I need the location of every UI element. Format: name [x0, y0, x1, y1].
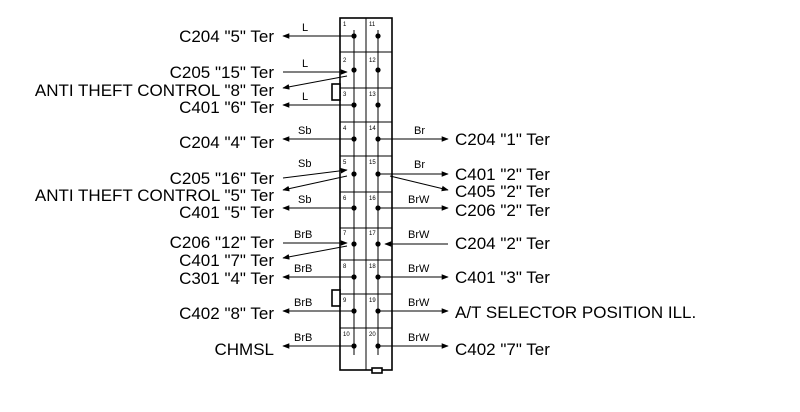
- wire-arrow: [282, 245, 348, 260]
- terminal-label-c204-1: C204 "1" Ter: [455, 130, 550, 149]
- terminal-label-anti-theft-8: ANTI THEFT CONTROL "8" Ter: [35, 81, 274, 100]
- pin-number: 9: [343, 298, 347, 304]
- pin-number: 3: [343, 92, 347, 98]
- terminal-label-chmsl: CHMSL: [214, 340, 274, 359]
- terminal-label-c301-4: C301 "4" Ter: [179, 269, 274, 288]
- wire-color: Sb: [298, 158, 311, 170]
- wire-color: L: [302, 58, 308, 70]
- wire-color: BrB: [294, 297, 312, 309]
- terminal-label-c401-2: C401 "2" Ter: [455, 165, 550, 184]
- terminal-label-c204-2: C204 "2" Ter: [455, 234, 550, 253]
- pin-number: 11: [369, 22, 376, 28]
- wire-color: Br: [414, 159, 425, 171]
- right-terminal-labels: C204 "1" Ter C401 "2" Ter C405 "2" Ter C…: [455, 130, 696, 359]
- pin-number: 18: [369, 264, 376, 270]
- pin-number: 8: [343, 264, 347, 270]
- pin-number: 2: [343, 58, 347, 64]
- wire-color: BrW: [408, 229, 430, 241]
- connector-latch-bottom: [331, 289, 341, 307]
- wire-color: BrW: [408, 263, 430, 275]
- wire-color: BrW: [408, 332, 430, 344]
- right-wires: [378, 136, 449, 349]
- wire-color: BrB: [294, 263, 312, 275]
- wire-color: Sb: [298, 125, 311, 137]
- pin-number: 13: [369, 92, 376, 98]
- terminal-label-c204-4: C204 "4" Ter: [179, 133, 274, 152]
- pin-number: 12: [369, 58, 376, 64]
- left-terminal-labels: C204 "5" Ter C205 "15" Ter ANTI THEFT CO…: [35, 27, 274, 359]
- terminal-label-at-selector: A/T SELECTOR POSITION ILL.: [455, 303, 696, 322]
- terminal-label-c205-16: C205 "16" Ter: [170, 169, 275, 188]
- connector-latch-top: [331, 83, 341, 101]
- pin-number: 1: [343, 22, 347, 28]
- pin-row-dividers: [340, 51, 392, 329]
- terminal-label-c401-5: C401 "5" Ter: [179, 203, 274, 222]
- wire-color: BrW: [408, 297, 430, 309]
- wire-color: Br: [414, 125, 425, 137]
- pin-numbers: 1 2 3 4 5 6 7 8 9 10 11 12 13 14 15 16 1…: [343, 22, 376, 338]
- terminal-label-c205-15: C205 "15" Ter: [170, 63, 275, 82]
- connector-body: 1 2 3 4 5 6 7 8 9 10 11 12 13 14 15 16 1…: [331, 17, 393, 374]
- wire-color: Sb: [298, 194, 311, 206]
- pin-number: 20: [369, 332, 376, 338]
- terminal-label-c405-2: C405 "2" Ter: [455, 182, 550, 201]
- pin-number: 15: [369, 160, 376, 166]
- wire-color: L: [302, 91, 308, 103]
- pin-number: 14: [369, 126, 376, 132]
- pin-number: 16: [369, 196, 376, 202]
- pin-number: 6: [343, 196, 347, 202]
- wire-color: L: [302, 22, 308, 34]
- pin-number: 19: [369, 298, 376, 304]
- terminal-label-c401-6: C401 "6" Ter: [179, 98, 274, 117]
- connector-key: [371, 367, 383, 374]
- terminal-label-c401-7: C401 "7" Ter: [179, 251, 274, 270]
- terminal-label-c204-5: C204 "5" Ter: [179, 27, 274, 46]
- terminal-label-c402-7: C402 "7" Ter: [455, 340, 550, 359]
- terminal-label-c206-2: C206 "2" Ter: [455, 201, 550, 220]
- terminal-label-c402-8: C402 "8" Ter: [179, 304, 274, 323]
- terminal-label-c206-12: C206 "12" Ter: [170, 233, 275, 252]
- wire-color-codes: L L L Sb Sb Sb BrB BrB BrB BrB Br Br BrW…: [294, 22, 430, 344]
- pin-number: 17: [369, 231, 376, 237]
- wire-arrow: [389, 175, 449, 192]
- wire-color: BrB: [294, 229, 312, 241]
- terminal-label-anti-theft-5: ANTI THEFT CONTROL "5" Ter: [35, 186, 274, 205]
- pin-number: 4: [343, 126, 347, 132]
- wire-color: BrW: [408, 194, 430, 206]
- wire-arrow: [282, 168, 348, 179]
- wire-color: BrB: [294, 332, 312, 344]
- terminal-label-c401-3: C401 "3" Ter: [455, 268, 550, 287]
- pin-number: 10: [343, 332, 350, 338]
- pin-number: 5: [343, 160, 347, 166]
- pin-number: 7: [343, 231, 347, 237]
- wire-arrow: [282, 175, 348, 192]
- left-wires: [282, 33, 354, 349]
- wire-arrow: [282, 75, 348, 90]
